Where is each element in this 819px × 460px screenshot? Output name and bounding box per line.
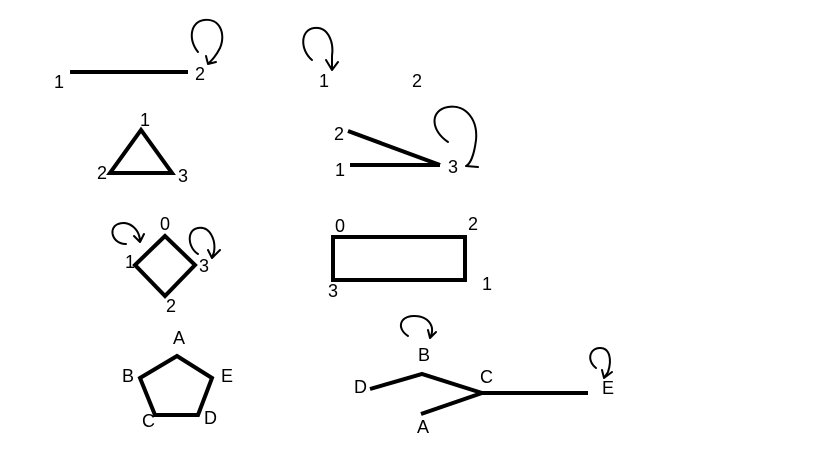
vertex-label: 0 xyxy=(335,216,345,236)
self-loop-3 xyxy=(188,226,221,259)
vertex-label: D xyxy=(204,408,217,428)
triangle-edges xyxy=(106,126,176,175)
square-edges xyxy=(132,233,198,299)
vertex-label: C xyxy=(480,367,493,387)
vertex-label: D xyxy=(354,377,367,397)
graph-path-three: 2 1 3 xyxy=(334,105,479,180)
self-loop-1 xyxy=(111,222,145,245)
rectangle-edges xyxy=(331,235,467,282)
edge-A-C xyxy=(420,391,483,416)
vertex-label: B xyxy=(122,366,134,386)
vertex-label: C xyxy=(142,411,155,431)
pentagon-edges xyxy=(137,353,215,417)
graph-rectangle: 0 2 1 3 xyxy=(328,214,492,301)
vertex-label: 1 xyxy=(319,71,329,91)
vertex-label: 3 xyxy=(199,256,209,276)
self-loop-2 xyxy=(190,18,224,65)
self-loop-B xyxy=(399,315,437,339)
vertex-label: 2 xyxy=(412,71,422,91)
vertex-label: E xyxy=(221,366,233,386)
vertex-label: 0 xyxy=(160,214,170,234)
vertex-label: 2 xyxy=(166,296,176,316)
vertex-label: 2 xyxy=(468,214,478,234)
graph-branching: B D C E A xyxy=(354,315,614,437)
graph-pentagon: A B E C D xyxy=(122,328,233,431)
vertex-label: E xyxy=(602,378,614,398)
graph-two-isolated: 1 2 xyxy=(302,26,422,91)
graph-triangle: 1 2 3 xyxy=(97,110,188,186)
vertex-label: 1 xyxy=(335,160,345,180)
vertex-label: 3 xyxy=(178,166,188,186)
vertex-label: 3 xyxy=(328,281,338,301)
vertex-label: 2 xyxy=(97,163,107,183)
edge-2-3 xyxy=(347,129,441,167)
edges-D-B-C xyxy=(369,371,483,395)
vertex-label: 3 xyxy=(448,157,458,177)
vertex-label: B xyxy=(418,345,430,365)
self-loop-3 xyxy=(433,105,479,168)
vertex-label: 1 xyxy=(54,72,64,92)
vertex-label: A xyxy=(417,417,429,437)
vertex-label: 2 xyxy=(334,124,344,144)
vertex-label: 1 xyxy=(140,110,150,130)
vertex-label: A xyxy=(173,328,185,348)
vertex-label: 1 xyxy=(125,252,135,272)
graph-square: 0 1 2 3 xyxy=(111,214,221,316)
vertex-label: 1 xyxy=(482,274,492,294)
self-loop-E xyxy=(589,347,613,379)
self-loop-1 xyxy=(302,26,339,71)
graph-segment: 1 2 xyxy=(54,18,224,92)
vertex-label: 2 xyxy=(195,64,205,84)
